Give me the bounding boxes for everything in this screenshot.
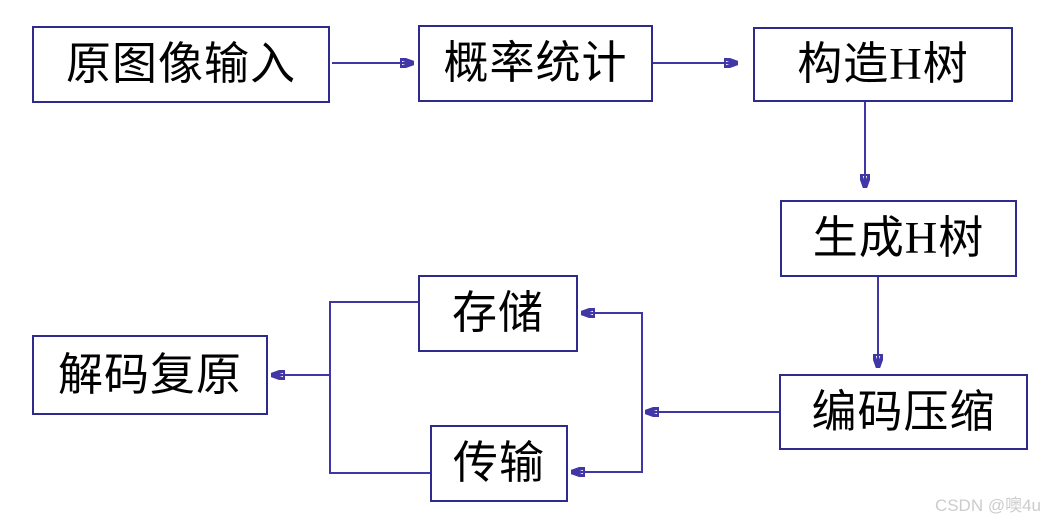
node-transmission: 传输 (430, 425, 568, 502)
node-encode-compress-label: 编码压缩 (811, 386, 996, 437)
node-storage-label: 存储 (451, 288, 544, 338)
node-original-input-label: 原图像输入 (65, 39, 296, 89)
node-encode-compress: 编码压缩 (779, 374, 1028, 450)
node-decode-restore: 解码复原 (32, 335, 268, 415)
node-generate-h-tree-label: 生成H树 (812, 213, 985, 263)
node-decode-restore-label: 解码复原 (57, 349, 242, 400)
watermark-text: CSDN @噢4u (934, 496, 1041, 515)
node-storage: 存储 (418, 275, 578, 352)
node-generate-h-tree: 生成H树 (780, 200, 1017, 277)
node-construct-h-tree-label: 构造H树 (797, 39, 969, 89)
node-probability-stats-label: 概率统计 (443, 38, 628, 88)
node-construct-h-tree: 构造H树 (753, 27, 1013, 102)
node-transmission-label: 传输 (452, 438, 545, 488)
node-original-input: 原图像输入 (32, 26, 330, 103)
node-probability-stats: 概率统计 (418, 25, 653, 102)
